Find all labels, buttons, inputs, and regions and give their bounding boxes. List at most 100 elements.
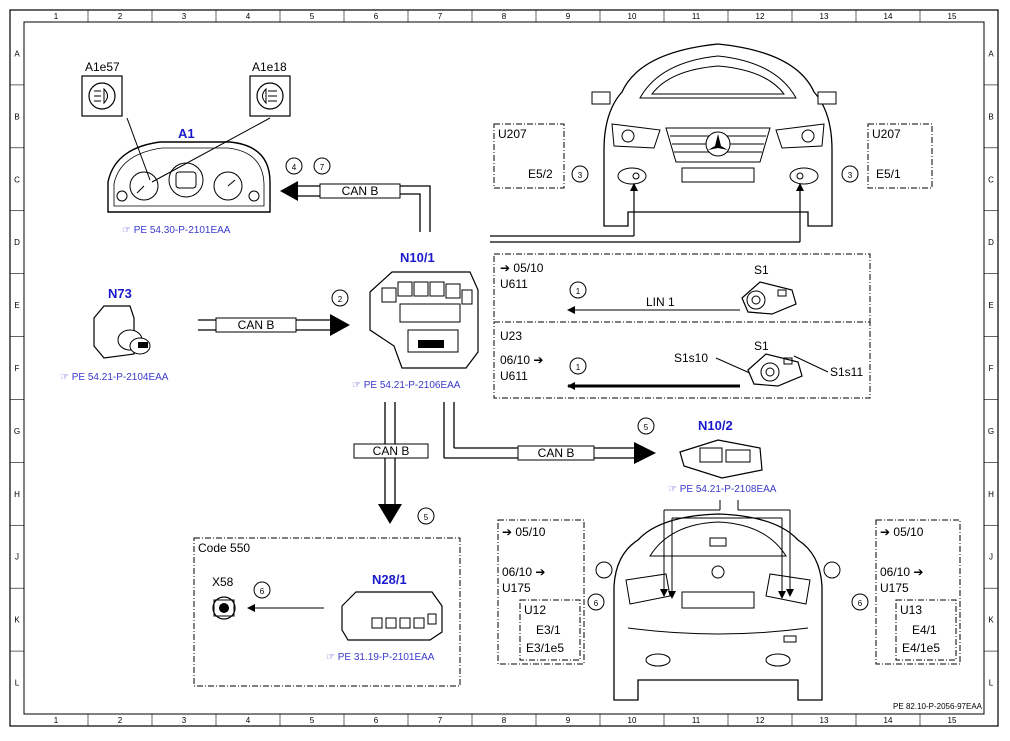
label-e5-1: E5/1 [876,167,901,181]
callout-3-left [571,165,589,183]
ref-radio[interactable]: ☞ PE 31.19-P-2101EAA [326,652,435,663]
rear-left-e2: E3/1e5 [526,641,564,655]
arrow-right-icon: ➔ [880,525,893,539]
callout-3-left-text: 3 [578,171,583,180]
box-u12 [519,599,581,661]
rear-right-e2: E4/1e5 [902,641,940,655]
column-label: 15 [948,716,957,725]
ref-cluster[interactable]: ☞ PE 54.30-P-2101EAA [122,225,231,236]
can-b-line-ezs-to-sam [198,314,350,336]
rear-left-e1: E3/1 [536,623,561,637]
rear-right-date2: 06/10 ➔ [880,565,923,579]
column-label: 8 [502,12,507,21]
column-label: 10 [628,12,637,21]
arrow-right-icon: ➔ [530,353,543,367]
column-label: 7 [438,716,443,725]
column-label: 1 [54,716,59,725]
row-label: G [14,427,20,436]
can-b-line-to-cluster [280,181,431,232]
box-rear-left [497,519,585,665]
column-label: 15 [948,12,957,21]
ref-sam-front[interactable]: ☞ PE 54.21-P-2106EAA [352,380,461,391]
rear-right-date1: ➔ 05/10 [880,525,924,539]
code-550-box [193,537,461,687]
arrow-right-icon: ➔ [500,261,513,275]
callout-2-text: 2 [338,295,343,304]
rear-right-sub-u: U13 [900,603,922,617]
rear-fog-lamp-icon [262,87,277,105]
row-label: L [15,679,20,688]
column-label: 6 [374,12,379,21]
column-label: 4 [246,716,251,725]
label-u207-right: U207 [872,127,901,141]
can-b-label-down: CAN B [373,444,410,458]
front-car-illustration [591,43,837,227]
label-a1e18: A1e18 [252,60,287,74]
ref-book-icon: ☞ [326,652,338,663]
ref-book-icon: ☞ [352,380,364,391]
column-label: 9 [566,12,571,21]
callout-6-right-text: 6 [858,599,863,608]
radio-module[interactable] [341,591,443,641]
callout-6-left-text: 6 [594,599,599,608]
callout-6-left [587,593,605,611]
callout-7 [313,157,331,175]
sam-front-module[interactable] [369,271,479,369]
callout-1b [569,357,587,375]
column-label: 4 [246,12,251,21]
column-label: 14 [884,12,893,21]
column-label: 6 [374,716,379,725]
leader-s1s11 [793,355,829,373]
switch-a-date: ➔ 05/10 [500,261,544,275]
row-label: G [988,427,994,436]
ref-book-icon: ☞ [122,225,134,236]
column-label: 5 [310,12,315,21]
can-b-line-sam-to-rear [443,402,656,464]
callout-3-right-text: 3 [848,171,853,180]
callout-1a-text: 1 [576,287,581,296]
switch-b-s1s10: S1s10 [674,351,708,365]
row-label: F [15,364,20,373]
outer-frame [9,9,999,727]
ignition-switch-module[interactable] [93,305,151,359]
instrument-cluster[interactable] [107,117,271,213]
indicator-a1e57 [81,75,123,117]
sam-rear-module[interactable] [679,439,763,479]
light-switch-b[interactable] [747,353,803,387]
callout-6-right [851,593,869,611]
label-u207-left: U207 [498,127,527,141]
ref-sam-rear[interactable]: ☞ PE 54.21-P-2108EAA [668,484,777,495]
ref-radio-text: PE 31.19-P-2101EAA [338,652,435,663]
arrow-right-icon: ➔ [910,565,923,579]
row-label: H [988,490,994,499]
column-label: 13 [820,716,829,725]
light-switch-a[interactable] [741,281,797,315]
row-label: J [15,553,19,562]
row-label: C [988,175,994,184]
callout-7-text: 7 [320,163,325,172]
box-u13 [895,599,957,661]
connector-x58[interactable] [212,596,236,620]
arrow-head-right-icon [634,442,656,464]
label-n28-1: N28/1 [372,572,407,587]
box-rear-right [875,519,961,665]
grid-ticks: 1122334455667788991010111112121313141415… [10,10,998,726]
ref-ezs-text: PE 54.21-P-2104EAA [72,372,169,383]
callout-4-text: 4 [292,163,297,172]
column-label: 13 [820,12,829,21]
rear-left-sub-u: U12 [524,603,546,617]
ref-cluster-text: PE 54.30-P-2101EAA [134,225,231,236]
callout-1a [569,281,587,299]
label-code-550: Code 550 [198,541,250,555]
row-label: E [14,301,19,310]
switch-a-u: U611 [500,277,528,291]
rear-car-illustration [595,513,841,701]
can-b-label-cluster: CAN B [342,184,379,198]
ref-book-icon: ☞ [668,484,680,495]
rear-left-u: U175 [502,581,531,595]
callout-6-radio-text: 6 [260,587,265,596]
ref-ezs[interactable]: ☞ PE 54.21-P-2104EAA [60,372,169,383]
column-label: 1 [54,12,59,21]
box-switch-b [493,321,871,399]
